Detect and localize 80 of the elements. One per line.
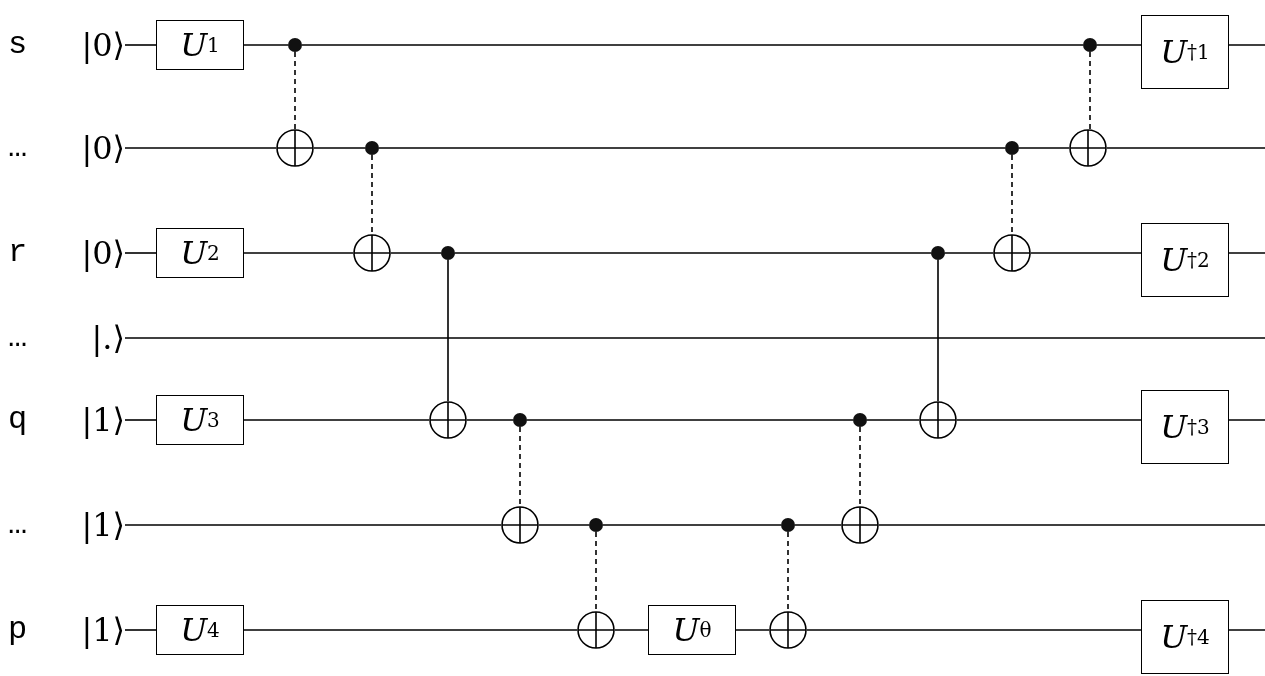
control-dot (589, 518, 603, 532)
target-symbol (577, 611, 615, 649)
wire-name: r (8, 233, 28, 273)
ket-label: |1⟩ (40, 503, 125, 547)
target-symbol (1069, 129, 1107, 167)
target-symbol (276, 129, 314, 167)
control-dot (441, 246, 455, 260)
wire (243, 252, 354, 254)
control-dot (931, 246, 945, 260)
target-symbol (919, 401, 957, 439)
control-dot (781, 518, 795, 532)
wire (878, 524, 1265, 526)
wire (614, 629, 649, 631)
wire (124, 337, 1265, 339)
wire-name: q (8, 400, 28, 440)
control-line (859, 426, 861, 507)
control-line (787, 531, 789, 612)
control-line (937, 259, 939, 402)
wire (866, 419, 920, 421)
ket-label: |0⟩ (40, 126, 125, 170)
control-dot (288, 38, 302, 52)
wire (243, 44, 289, 46)
control-line (1011, 154, 1013, 235)
wire (1228, 419, 1265, 421)
wire (735, 629, 770, 631)
target-symbol (429, 401, 467, 439)
ket-label: |.⟩ (40, 316, 125, 360)
control-dot (365, 141, 379, 155)
wire (124, 252, 157, 254)
wire (124, 419, 157, 421)
ket-label: |1⟩ (40, 608, 125, 652)
wire (1228, 629, 1265, 631)
wire (301, 44, 1084, 46)
wire (124, 629, 157, 631)
target-symbol (993, 234, 1031, 272)
wire (243, 629, 578, 631)
wire (944, 252, 994, 254)
wire (1106, 147, 1265, 149)
control-dot (1005, 141, 1019, 155)
control-dot (853, 413, 867, 427)
wire-name: … (8, 128, 28, 168)
wire (1096, 44, 1142, 46)
ket-label: |0⟩ (40, 23, 125, 67)
control-line (519, 426, 521, 507)
control-line (371, 154, 373, 235)
wire (1228, 252, 1265, 254)
target-symbol (841, 506, 879, 544)
target-symbol (501, 506, 539, 544)
wire (1030, 252, 1142, 254)
wire-name: s (8, 25, 28, 65)
wire (454, 252, 932, 254)
control-line (294, 51, 296, 130)
control-dot (1083, 38, 1097, 52)
wire (538, 524, 590, 526)
control-line (1089, 51, 1091, 130)
target-symbol (769, 611, 807, 649)
wire (956, 419, 1142, 421)
wire (124, 524, 502, 526)
target-symbol (353, 234, 391, 272)
control-line (447, 259, 449, 402)
wire (806, 629, 1142, 631)
wire (794, 524, 842, 526)
wire-name: … (8, 318, 28, 358)
wire (124, 44, 157, 46)
wire (1018, 147, 1070, 149)
wire (1228, 44, 1265, 46)
control-line (595, 531, 597, 612)
wire (466, 419, 514, 421)
wire-name: p (8, 610, 28, 650)
wire (313, 147, 366, 149)
wire (602, 524, 782, 526)
wire (390, 252, 442, 254)
ket-label: |0⟩ (40, 231, 125, 275)
wire-name: … (8, 505, 28, 545)
wire (378, 147, 1006, 149)
wire (526, 419, 854, 421)
wire (243, 419, 430, 421)
wire (124, 147, 277, 149)
ket-label: |1⟩ (40, 398, 125, 442)
control-dot (513, 413, 527, 427)
